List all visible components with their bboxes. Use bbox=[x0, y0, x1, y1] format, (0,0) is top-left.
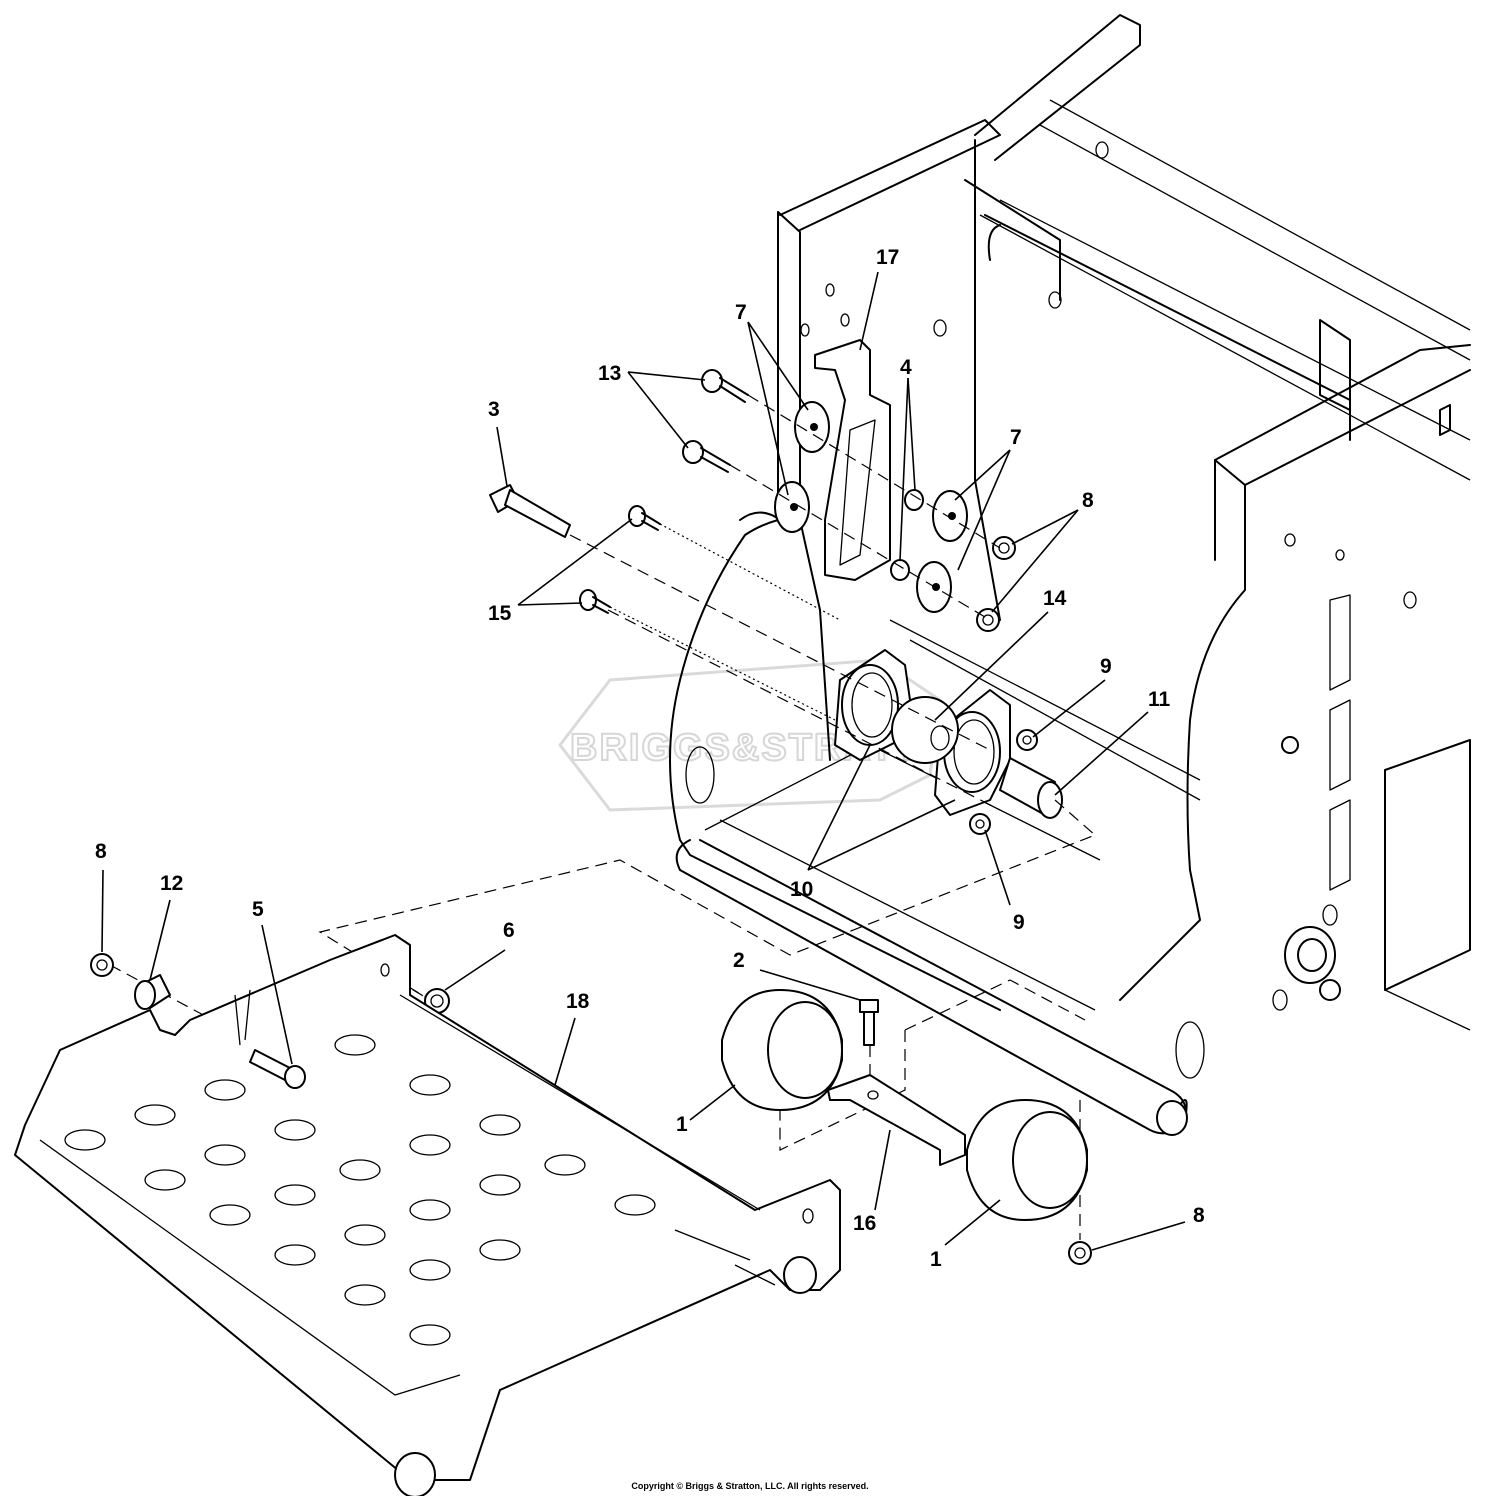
callout-13: 13 bbox=[598, 362, 621, 385]
part-8-nut-left bbox=[90, 953, 114, 977]
part-12-spacer bbox=[134, 974, 171, 1010]
copyright-notice: Copyright © Briggs & Stratton, LLC. All … bbox=[631, 1481, 869, 1491]
callout-5: 5 bbox=[252, 898, 264, 921]
callout-6: 6 bbox=[503, 919, 515, 942]
part-4-spacers bbox=[890, 489, 924, 581]
part-9-nuts bbox=[969, 729, 1038, 835]
callout-9-lower: 9 bbox=[1013, 911, 1025, 934]
part-17-lever bbox=[814, 339, 891, 581]
part-11-spacer bbox=[999, 757, 1063, 819]
callout-3: 3 bbox=[488, 398, 500, 421]
callout-2: 2 bbox=[733, 949, 745, 972]
callout-14: 14 bbox=[1043, 587, 1067, 610]
callout-8-lower: 8 bbox=[1193, 1204, 1205, 1227]
part-18-footplate bbox=[14, 934, 841, 1496]
callout-11: 11 bbox=[1148, 688, 1171, 711]
callout-1-right: 1 bbox=[930, 1248, 942, 1271]
part-13-bolts bbox=[682, 369, 749, 473]
callout-8-upper: 8 bbox=[1082, 489, 1094, 512]
part-5-bolt bbox=[249, 1049, 306, 1089]
callout-15: 15 bbox=[488, 602, 512, 625]
callout-labels: 17 7 13 4 3 7 8 15 14 9 11 10 9 8 12 5 6… bbox=[95, 246, 1205, 1271]
part-1-rollers bbox=[721, 989, 1088, 1221]
callout-7-left: 7 bbox=[735, 301, 747, 324]
part-8-nuts-upper bbox=[976, 536, 1016, 632]
frame-assembly bbox=[669, 14, 1471, 1136]
callout-17: 17 bbox=[876, 246, 899, 269]
part-7-washers-right bbox=[916, 490, 968, 613]
part-8-nut-lower bbox=[1068, 1241, 1092, 1265]
callout-12: 12 bbox=[160, 872, 183, 895]
callout-4: 4 bbox=[900, 356, 912, 379]
callout-18: 18 bbox=[566, 990, 590, 1013]
part-15-carriage-bolts bbox=[579, 505, 661, 614]
callout-16: 16 bbox=[853, 1212, 876, 1235]
callout-7-right: 7 bbox=[1010, 426, 1022, 449]
part-7-washers-left bbox=[774, 401, 830, 533]
callout-8-left: 8 bbox=[95, 840, 107, 863]
part-2-bolt bbox=[859, 999, 879, 1046]
callout-1-left: 1 bbox=[676, 1113, 688, 1136]
part-3-bolt bbox=[489, 484, 571, 538]
part-16-bracket bbox=[827, 1074, 966, 1166]
callout-10: 10 bbox=[790, 878, 813, 901]
callout-9-upper: 9 bbox=[1100, 655, 1112, 678]
leader-lines bbox=[101, 271, 1186, 1251]
